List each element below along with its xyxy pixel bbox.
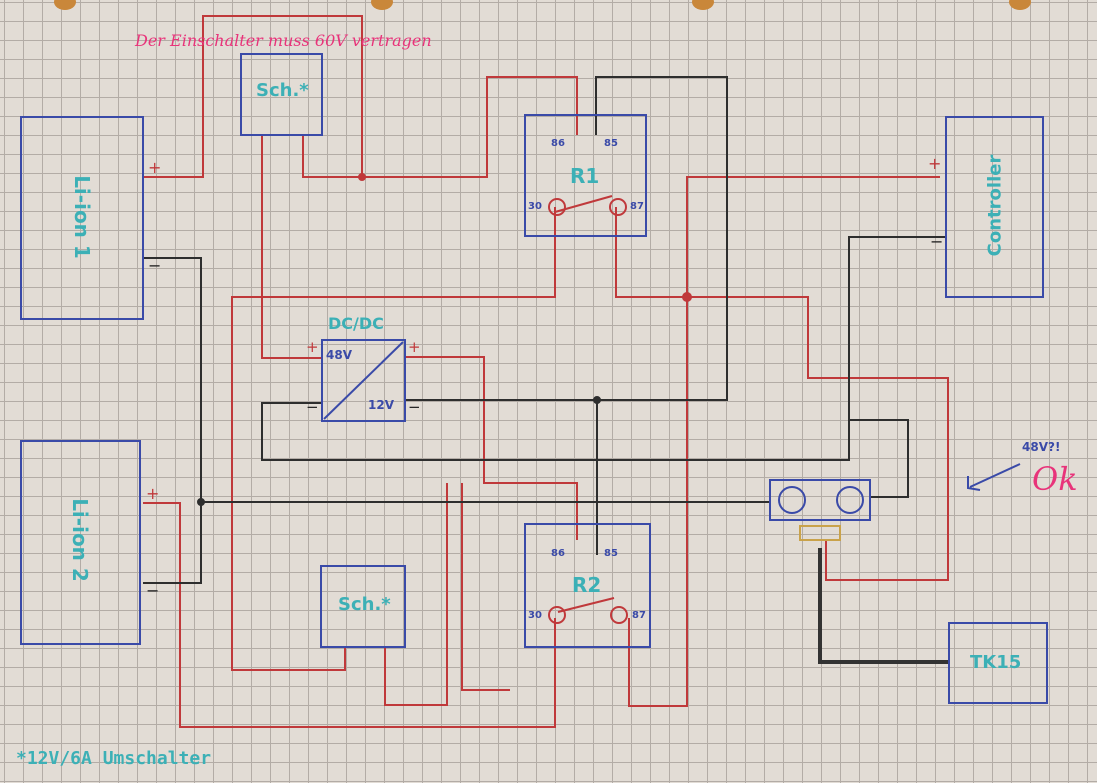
binder-hole	[692, 0, 714, 10]
relay2-box	[524, 523, 651, 648]
switch-top-box	[240, 53, 323, 136]
dcdc-out-label: 12V	[368, 398, 394, 412]
wire-bat-minus	[143, 257, 202, 584]
controller-plus: +	[928, 154, 942, 173]
relay1-pin30-label: 30	[528, 201, 542, 212]
switch-top-label: Sch.*	[256, 80, 309, 101]
wire-bat2-plus	[143, 502, 556, 728]
relay2-pin87	[610, 606, 628, 624]
connector-box	[769, 479, 871, 521]
relay1-pin86-label: 86	[551, 138, 565, 149]
dcdc-plus-out: +	[408, 338, 421, 356]
dcdc-plus-in: +	[306, 338, 319, 356]
relay1-label: R1	[570, 164, 600, 188]
battery2-label: Li-ion 2	[68, 498, 92, 582]
relay1-pin87-label: 87	[630, 201, 644, 212]
arrow-icon	[969, 463, 1021, 488]
negative-wires	[143, 76, 949, 664]
controller-label: Controller	[984, 154, 1006, 257]
ok-note: Ok	[1032, 460, 1078, 498]
connector-terminal	[778, 486, 806, 514]
tk15-box	[948, 622, 1048, 704]
relay2-pin86-label: 86	[551, 548, 565, 559]
controller-box	[945, 116, 1044, 298]
switch-bottom-box	[320, 565, 406, 648]
dcdc-box	[321, 339, 406, 422]
battery2-box	[20, 440, 141, 645]
bottom-note: *12V/6A Umschalter	[16, 748, 212, 769]
wire-switch-bottom	[384, 483, 448, 706]
positive-wires	[143, 15, 949, 728]
wire-r1-87	[615, 207, 949, 581]
battery2-minus: −	[146, 581, 160, 600]
tk15-label: TK15	[970, 652, 1022, 673]
dcdc-diagonal	[323, 341, 404, 420]
wire-r1-30	[231, 207, 556, 671]
wire-switch-to-r1	[362, 76, 578, 178]
wire-controller-minus	[848, 236, 946, 420]
battery1-minus: −	[148, 256, 162, 275]
binder-hole	[54, 0, 76, 10]
relay1-pin87	[609, 198, 627, 216]
junction-dot	[358, 173, 366, 181]
relay2-pin30-label: 30	[528, 610, 542, 621]
dcdc-in-label: 48V	[326, 348, 352, 362]
junction-dot	[682, 292, 692, 302]
wire-tk15	[818, 548, 949, 664]
battery1-plus: +	[148, 158, 162, 177]
sensor-connector	[799, 525, 841, 541]
wire-dcdc-out-minus	[405, 76, 728, 401]
battery1-label: Li-ion 1	[70, 175, 94, 259]
wire-dcdc-out-plus	[405, 356, 578, 540]
wire-switch-to-dcdc	[261, 135, 322, 359]
dcdc-minus-out: −	[408, 398, 421, 416]
battery2-plus: +	[146, 484, 160, 503]
battery1-box	[20, 116, 144, 320]
voltage-question: 48V?!	[1022, 440, 1061, 454]
controller-minus: −	[930, 232, 944, 251]
relay2-pin85-label: 85	[604, 548, 618, 559]
relay1-box	[524, 114, 647, 237]
relay2-pin87-label: 87	[632, 610, 646, 621]
junction-dot	[197, 498, 205, 506]
wire-r1-r2	[461, 483, 510, 691]
relay1-pin30	[548, 198, 566, 216]
top-note: Der Einschalter muss 60V vertragen	[135, 31, 432, 50]
binder-hole	[1009, 0, 1031, 10]
relay1-pin85-label: 85	[604, 138, 618, 149]
dcdc-minus-in: −	[306, 398, 319, 416]
connector-terminal	[836, 486, 864, 514]
arrow-head-icon	[967, 476, 981, 491]
junction-dot	[593, 396, 601, 404]
wire-dcdc-in-minus	[261, 402, 909, 498]
binder-hole	[371, 0, 393, 10]
relay2-contact	[557, 597, 615, 613]
wire-controller-plus	[628, 176, 940, 707]
component-boxes	[20, 53, 1048, 704]
relay2-pin30	[548, 606, 566, 624]
switch-bottom-label: Sch.*	[338, 594, 391, 615]
wire-bat1-plus	[143, 15, 363, 178]
dcdc-title: DC/DC	[328, 314, 384, 333]
relay2-label: R2	[572, 573, 602, 597]
